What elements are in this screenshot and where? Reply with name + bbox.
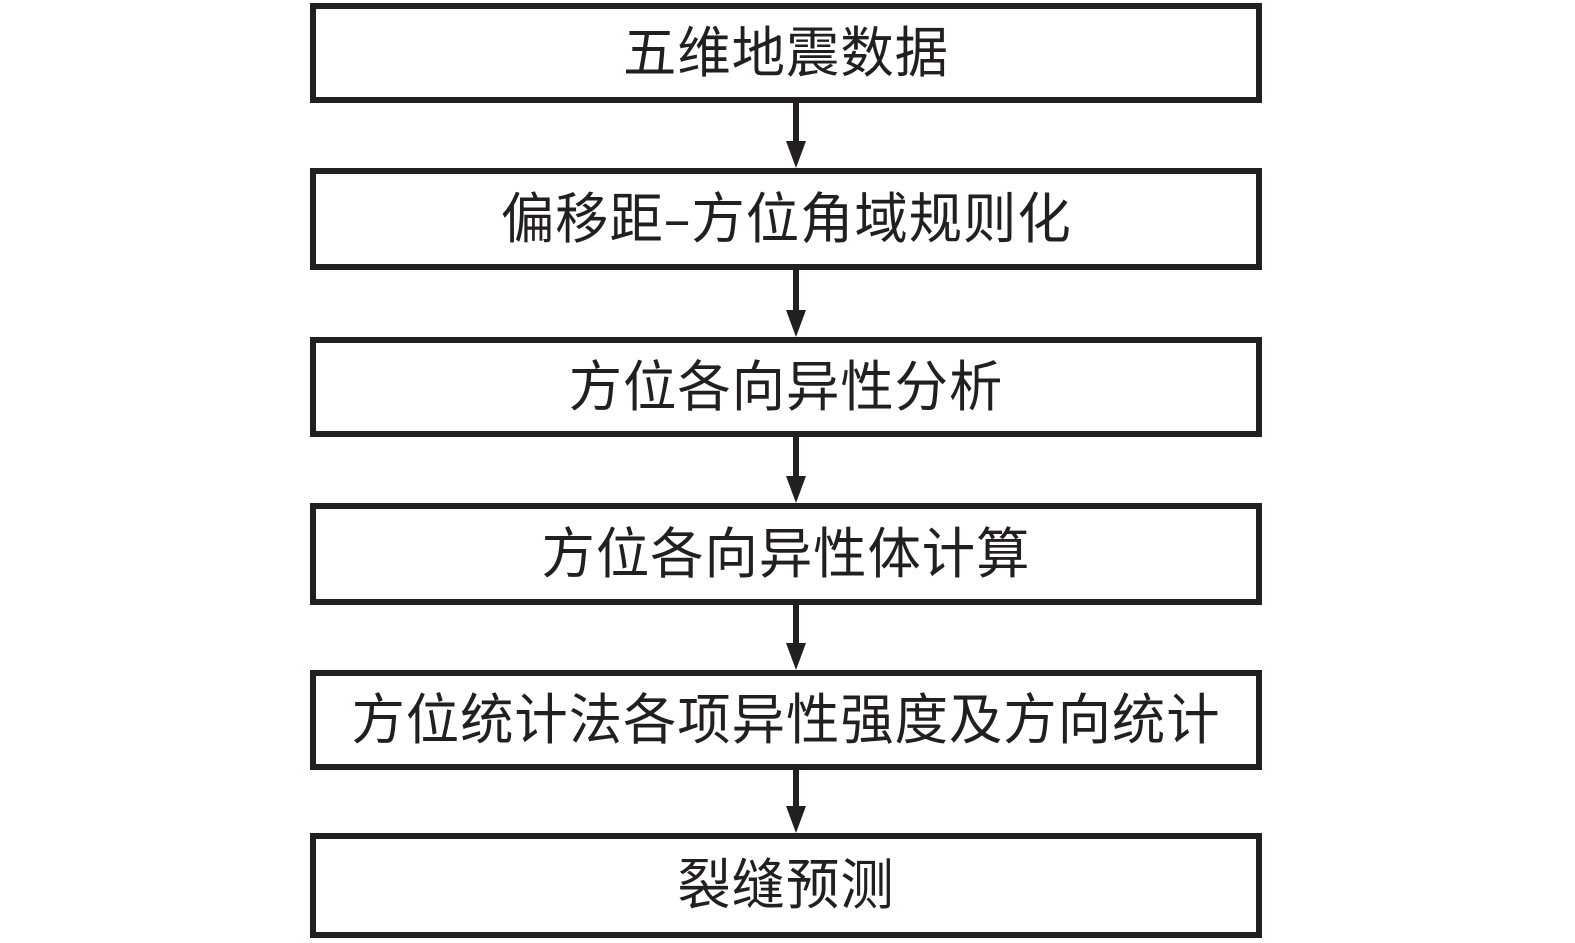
arrow-stem xyxy=(793,605,799,644)
flowchart-node-2-label: 偏移距–方位角域规则化 xyxy=(500,186,1072,251)
arrow-head xyxy=(786,141,806,168)
flowchart-node-4[interactable]: 方位各向异性体计算 xyxy=(310,503,1262,605)
arrow-down-icon xyxy=(783,270,809,337)
arrow-down-icon xyxy=(783,437,809,503)
flowchart-arrow-5-6 xyxy=(310,770,1262,833)
flowchart-arrow-3-4 xyxy=(310,437,1262,503)
arrow-head xyxy=(786,476,806,503)
flowchart-arrow-2-3 xyxy=(310,270,1262,337)
flowchart-arrow-1-2 xyxy=(310,103,1262,168)
flowchart-column: 五维地震数据 偏移距–方位角域规则化 方位各向异性分析 xyxy=(310,3,1262,938)
flowchart-node-4-label: 方位各向异性体计算 xyxy=(541,521,1031,586)
arrow-down-icon xyxy=(783,605,809,670)
flowchart-node-1-label: 五维地震数据 xyxy=(623,20,949,85)
flowchart-node-3-label: 方位各向异性分析 xyxy=(568,354,1004,419)
flowchart-node-2[interactable]: 偏移距–方位角域规则化 xyxy=(310,168,1262,270)
arrow-stem xyxy=(793,103,799,142)
arrow-down-icon xyxy=(783,103,809,168)
flowchart-arrow-4-5 xyxy=(310,605,1262,670)
flowchart-node-1[interactable]: 五维地震数据 xyxy=(310,3,1262,103)
arrow-head xyxy=(786,806,806,833)
flowchart-node-6-label: 裂缝预测 xyxy=(677,853,895,917)
flowchart-node-3[interactable]: 方位各向异性分析 xyxy=(310,337,1262,437)
arrow-head xyxy=(786,310,806,337)
flowchart-node-5[interactable]: 方位统计法各项异性强度及方向统计 xyxy=(310,670,1262,770)
arrow-stem xyxy=(793,437,799,477)
arrow-down-icon xyxy=(783,770,809,833)
arrow-stem xyxy=(793,270,799,311)
arrow-stem xyxy=(793,770,799,807)
arrow-head xyxy=(786,643,806,670)
flowchart-node-6[interactable]: 裂缝预测 xyxy=(310,833,1262,938)
flowchart-node-5-label: 方位统计法各项异性强度及方向统计 xyxy=(351,687,1221,752)
